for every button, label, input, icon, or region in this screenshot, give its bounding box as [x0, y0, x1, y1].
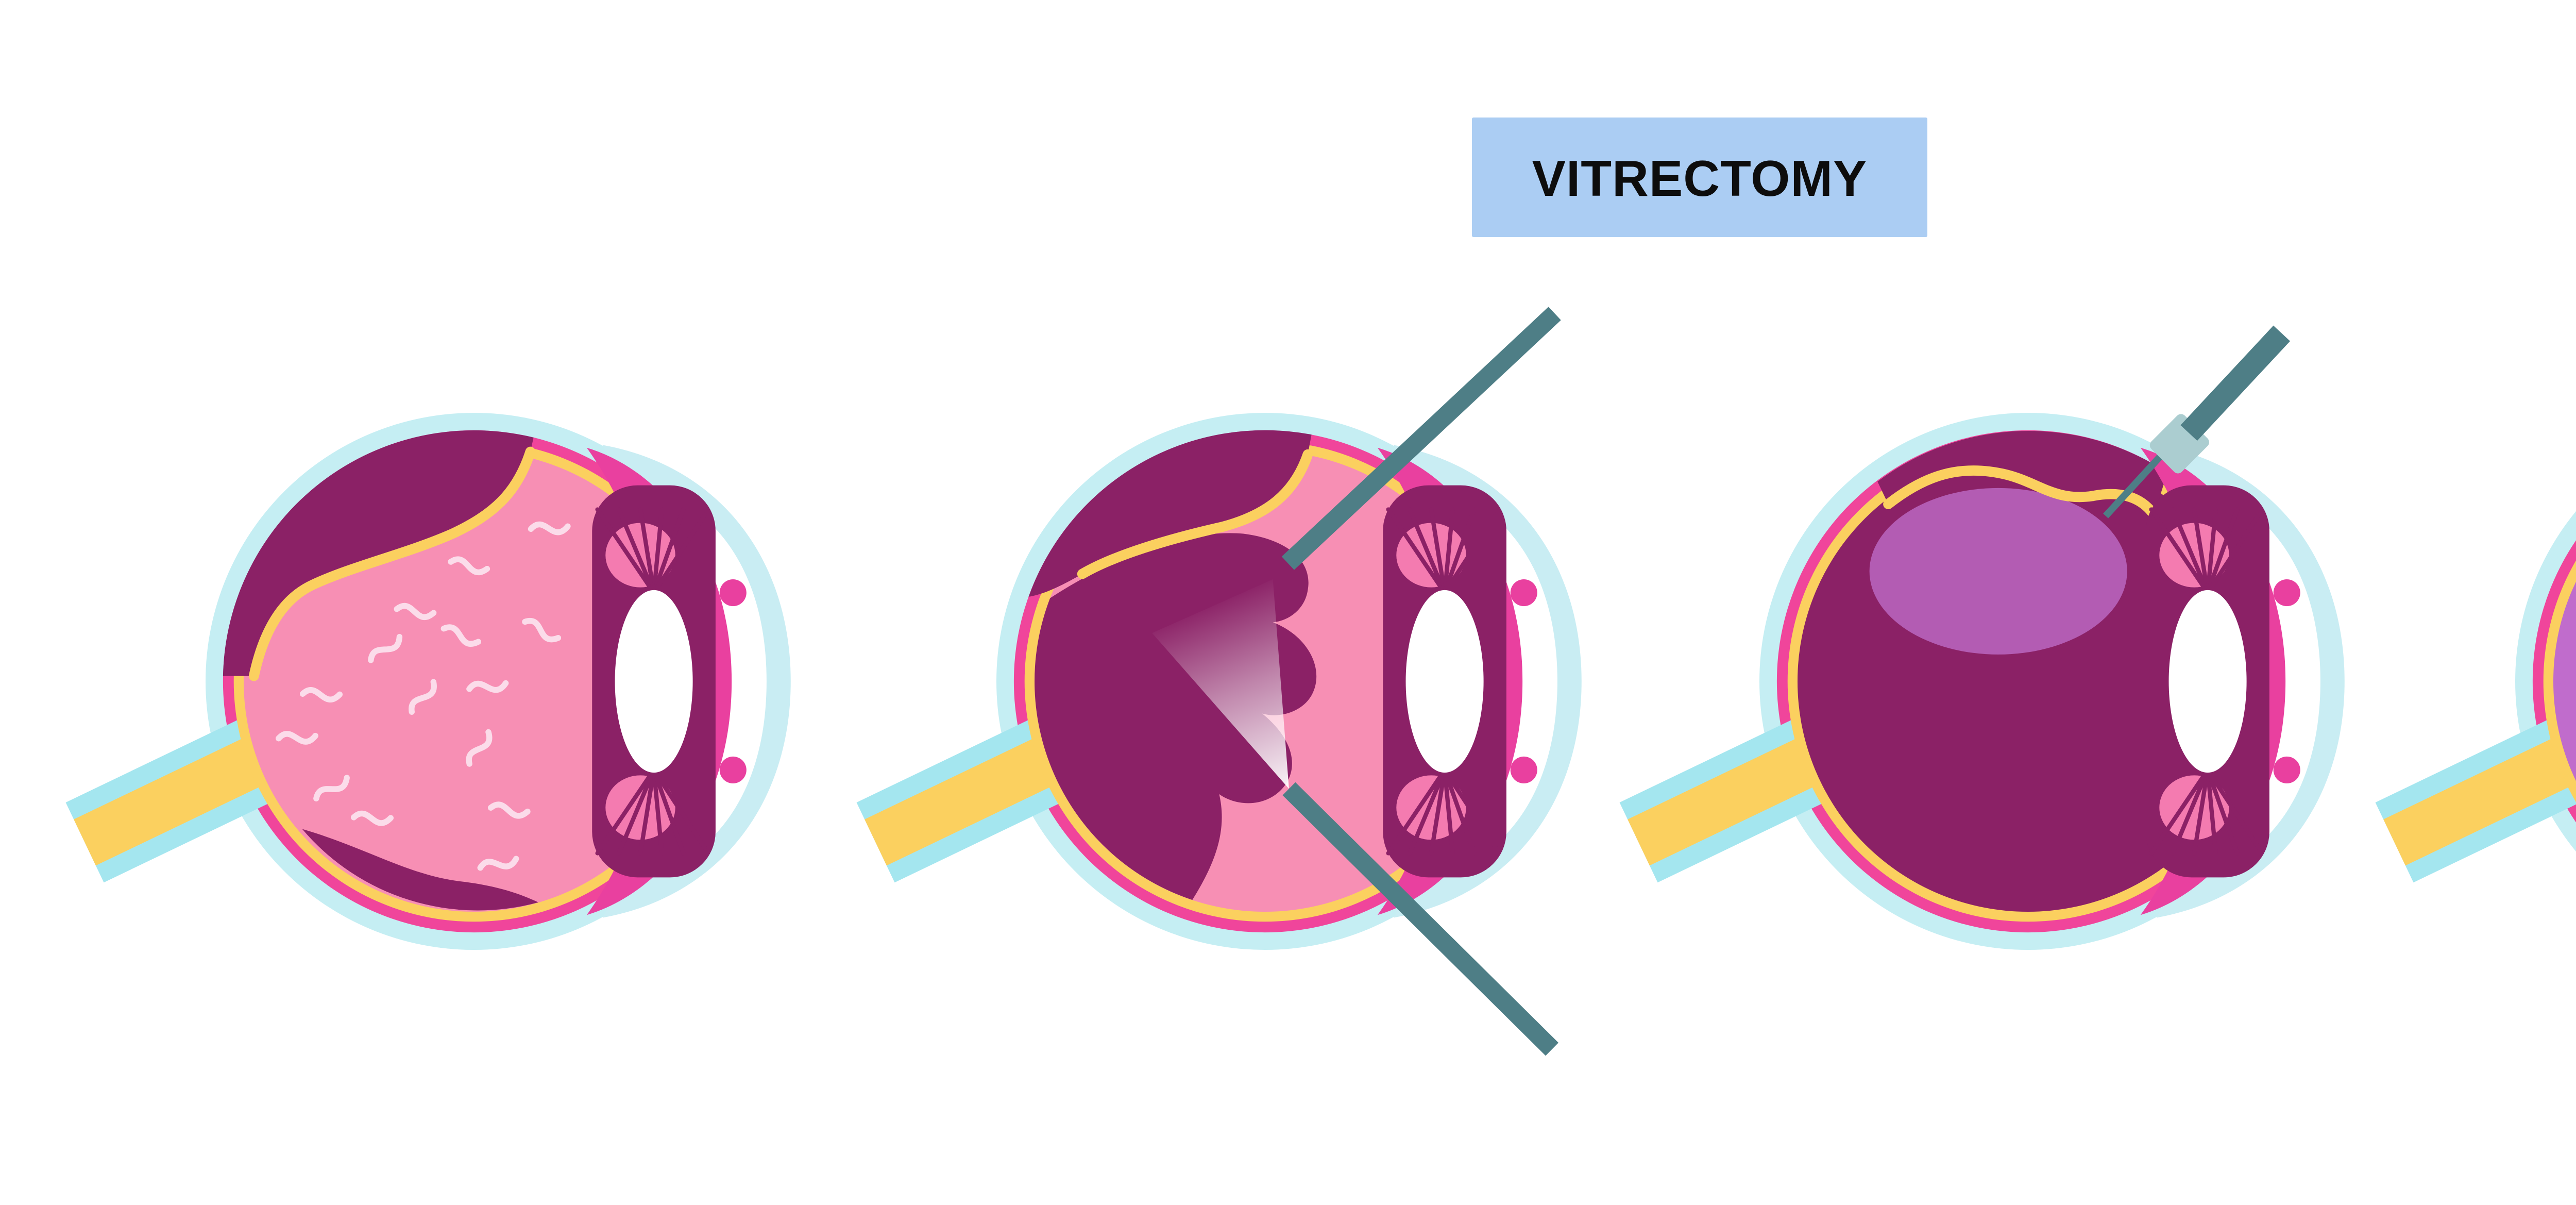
light-pipe	[1282, 782, 1558, 1056]
retinal-detachment-fold	[1077, 449, 1313, 579]
vitreous-hemorrhage	[1028, 430, 1312, 597]
title-box	[1472, 118, 1927, 237]
tamponade-fill	[2553, 581, 2576, 781]
anterior-segment	[587, 445, 791, 918]
eye-stage-3	[1619, 325, 2345, 950]
anterior-segment	[1378, 445, 1582, 918]
eye-stage-2	[856, 307, 1582, 1056]
eye-stage-4	[2375, 413, 2576, 950]
retinal-detachment-fold	[248, 446, 536, 681]
anterior-segment	[2141, 445, 2345, 918]
subretinal-fluid	[302, 829, 539, 911]
eyeball-base	[2375, 413, 2576, 950]
title-banner: VITRECTOMY	[1472, 118, 1927, 237]
eye-stage-1	[65, 413, 791, 950]
syringe-barrel	[2180, 325, 2291, 441]
vitrector-probe	[1281, 307, 1561, 570]
vitreous-hemorrhage	[223, 430, 534, 676]
page-title: VITRECTOMY	[1532, 150, 1868, 207]
light-beam	[1152, 579, 1289, 789]
gas-bubble	[1869, 488, 2127, 655]
